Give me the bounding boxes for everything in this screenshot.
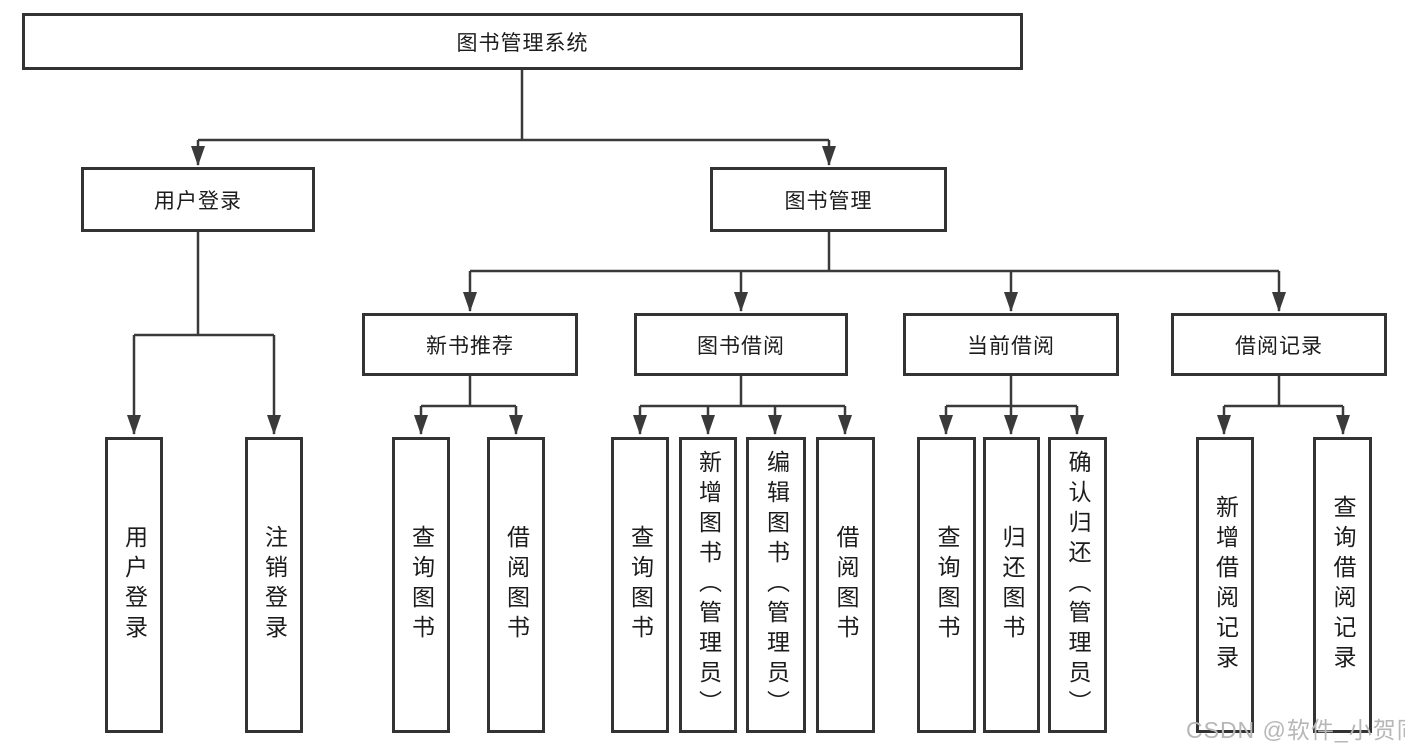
leaf-query-books: 查询图书 [392, 437, 450, 733]
leaf-add-borrow-record: 新增借阅记录 [1196, 437, 1254, 733]
leaf-borrow-books: 借阅图书 [487, 437, 545, 733]
node-library-management-system: 图书管理系统 [22, 13, 1023, 70]
leaf-return-book: 归还图书 [983, 437, 1040, 733]
leaf-confirm-return-admin: 确认归还（管理员） [1048, 437, 1107, 733]
leaf-user-login: 用户登录 [105, 437, 163, 733]
node-book-management: 图书管理 [710, 167, 947, 232]
node-new-book-recommendation: 新书推荐 [362, 313, 578, 376]
leaf-query-books: 查询图书 [611, 437, 669, 733]
leaf-query-borrow-record: 查询借阅记录 [1313, 437, 1372, 733]
leaf-borrow-books: 借阅图书 [816, 437, 875, 733]
watermark: CSDN @软件_小贺同学 [1186, 717, 1405, 743]
leaf-add-book-admin: 新增图书（管理员） [679, 437, 737, 733]
node-borrowing-records: 借阅记录 [1171, 313, 1387, 376]
node-book-borrowing: 图书借阅 [634, 313, 848, 376]
leaf-logout: 注销登录 [245, 437, 303, 733]
leaf-query-books: 查询图书 [917, 437, 976, 733]
node-user-login: 用户登录 [81, 167, 315, 232]
leaf-edit-book-admin: 编辑图书（管理员） [746, 437, 806, 733]
node-current-borrowing: 当前借阅 [903, 313, 1119, 376]
